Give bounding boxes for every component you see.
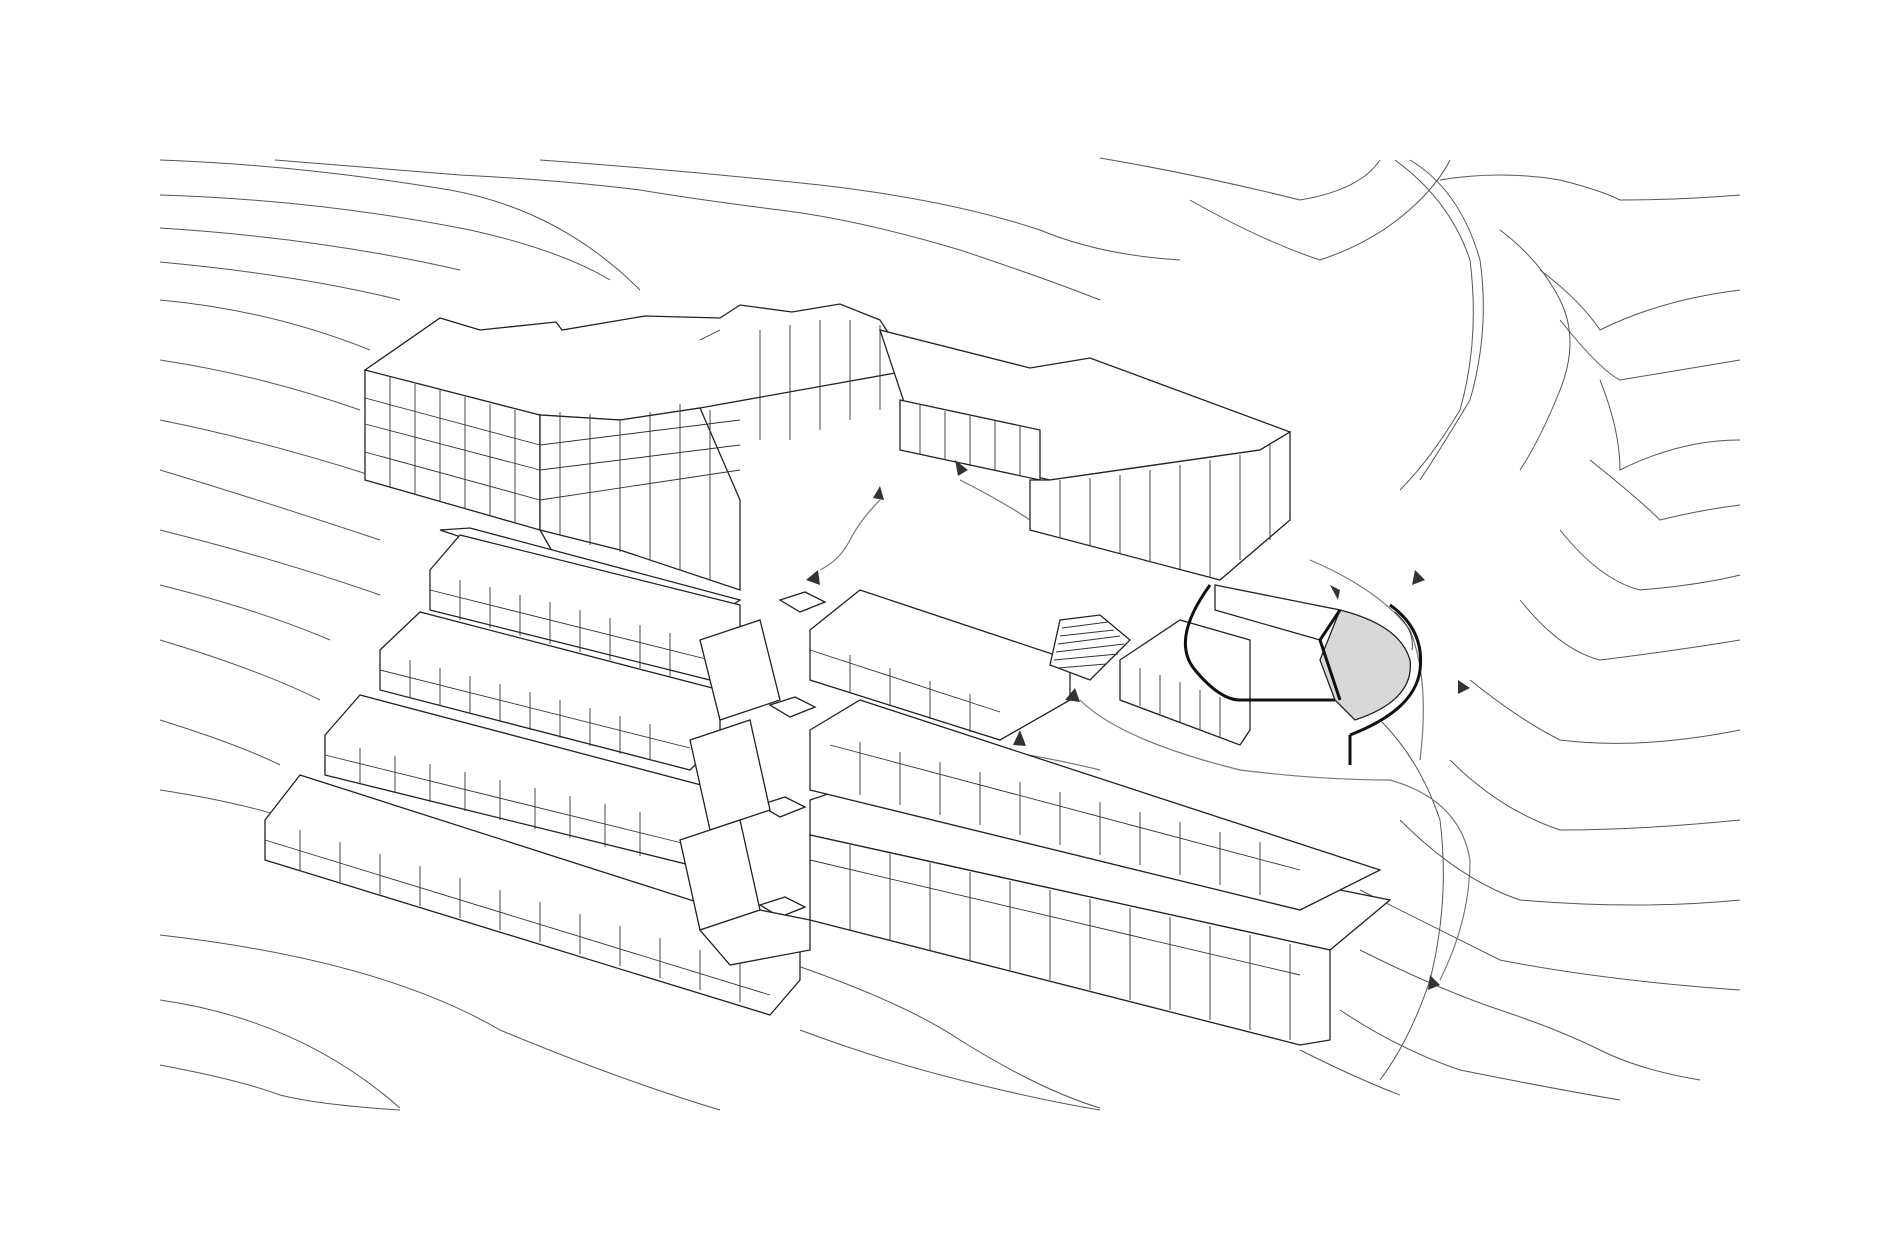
- contour-line: [1499, 229, 1571, 471]
- row4-block: [264, 774, 801, 1016]
- contour-line: [159, 299, 371, 351]
- circulation-path: [819, 499, 881, 571]
- auditorium-inner-wall: [1318, 609, 1342, 701]
- row1-block-windows: [429, 580, 711, 676]
- contour-line: [799, 1029, 1101, 1111]
- contour-line: [1439, 174, 1741, 201]
- contour-line: [1539, 269, 1741, 331]
- contour-line: [159, 194, 611, 281]
- contour-line: [1449, 759, 1741, 831]
- topographic-contours: [159, 157, 1741, 1111]
- contour-line: [1379, 719, 1444, 1081]
- arrow-marker: [1428, 975, 1440, 990]
- main-block-grid: [364, 320, 881, 580]
- stair-connector: [689, 719, 771, 831]
- contour-line: [1299, 1049, 1401, 1096]
- contour-line: [1599, 379, 1741, 471]
- contour-line: [159, 934, 721, 1111]
- contour-line: [159, 1064, 401, 1111]
- contour-line: [159, 261, 401, 301]
- contour-line: [159, 469, 381, 541]
- row4-block-windows: [264, 830, 771, 1002]
- contour-line: [159, 227, 461, 271]
- stair-core: [778, 591, 827, 613]
- contour-line: [159, 529, 381, 596]
- contour-line: [1559, 319, 1741, 381]
- auditorium-shaded-wedge: [1319, 609, 1411, 721]
- contour-line: [1339, 1009, 1621, 1101]
- auditorium-stage-box: [1214, 584, 1342, 641]
- mid-right-block-windows: [829, 742, 1301, 895]
- contour-line: [159, 359, 361, 411]
- colonnade-columns: [919, 405, 1021, 476]
- auditorium-outer-arc: [1183, 584, 1335, 702]
- courtyard-steps: [1049, 614, 1131, 681]
- contour-line: [1359, 949, 1701, 1081]
- east-colonnade-columns: [1139, 668, 1221, 738]
- stair-connector: [699, 619, 781, 721]
- contour-line: [1394, 159, 1474, 491]
- circulation-paths: [819, 479, 1471, 981]
- step-lines: [1053, 621, 1125, 669]
- circulation-arrows: [806, 460, 1470, 990]
- auditorium-arc-right: [1349, 603, 1423, 737]
- contour-line: [1359, 889, 1741, 991]
- arrow-marker: [1065, 688, 1080, 702]
- arrow-marker: [1458, 680, 1470, 694]
- middle-block-windows: [809, 649, 1001, 732]
- east-colonnade: [1119, 619, 1251, 746]
- contour-line: [1189, 159, 1451, 261]
- lower-right-block-body: [809, 834, 1331, 1046]
- arrow-marker: [1412, 570, 1425, 585]
- right-wing-grid: [1059, 445, 1271, 578]
- contour-line: [1519, 599, 1741, 661]
- lower-right-block-windows: [809, 845, 1301, 1040]
- contour-line: [1559, 529, 1741, 591]
- contour-line: [159, 584, 331, 641]
- semicircular-auditorium: [1183, 584, 1423, 765]
- circulation-path: [1389, 779, 1471, 981]
- contour-line: [159, 419, 371, 476]
- contour-line: [159, 719, 281, 766]
- contour-line: [539, 159, 1181, 261]
- contour-line: [159, 159, 641, 291]
- contour-line: [274, 159, 1101, 301]
- contour-line: [159, 999, 401, 1109]
- contour-line: [1469, 679, 1741, 744]
- mid-right-block: [809, 699, 1382, 911]
- contour-line: [1099, 157, 1381, 201]
- stair-core: [758, 796, 807, 818]
- row2-block-windows: [379, 660, 691, 760]
- arrow-marker: [1330, 585, 1340, 600]
- contour-line: [1399, 819, 1741, 906]
- right-wing-front: [1029, 430, 1291, 581]
- arrow-marker: [806, 570, 820, 585]
- contour-line: [159, 639, 321, 701]
- auditorium-seating-arc: [1394, 611, 1413, 651]
- arrow-marker: [955, 460, 968, 476]
- arrow-marker: [873, 486, 884, 500]
- building-blocks: [264, 303, 1392, 1046]
- circulation-path: [1309, 559, 1424, 761]
- contour-line: [779, 959, 1101, 1109]
- contour-line: [1409, 159, 1484, 481]
- contour-line: [1589, 459, 1741, 521]
- row3-block-windows: [324, 748, 691, 856]
- stair-core: [768, 696, 817, 718]
- arrow-marker: [1013, 730, 1026, 746]
- entrance-landing: [698, 909, 811, 966]
- circulation-path: [1079, 699, 1391, 781]
